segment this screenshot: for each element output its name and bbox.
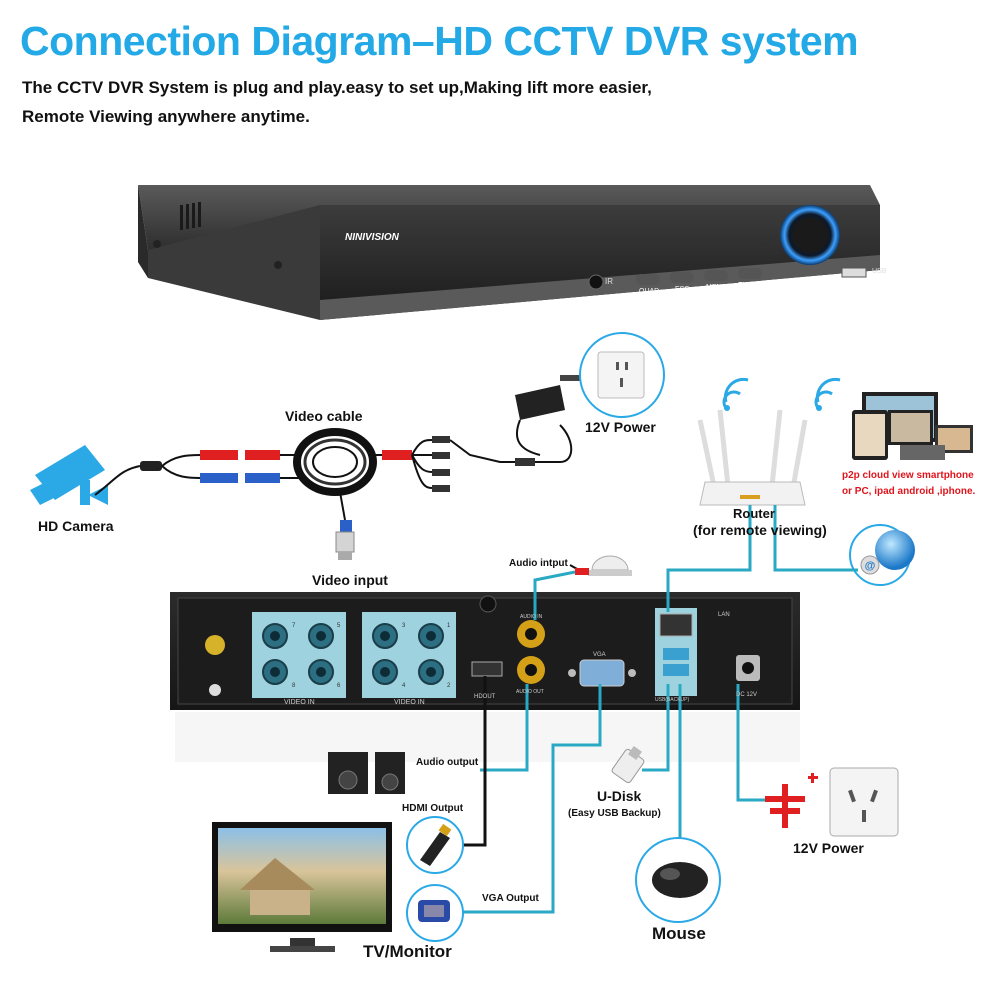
router-icon bbox=[697, 377, 841, 506]
dvr-front-unit bbox=[138, 185, 880, 320]
vga-port-label: VGA bbox=[593, 652, 606, 658]
video-cable-label: Video cable bbox=[285, 408, 363, 424]
usb-disk-icon bbox=[611, 746, 645, 784]
p2p-label-1: p2p cloud view smartphone bbox=[842, 470, 974, 481]
dvr-back-panel bbox=[170, 592, 800, 762]
svg-text:@: @ bbox=[865, 560, 876, 572]
lan-port-label: LAN bbox=[718, 612, 730, 618]
port-num-3: 3 bbox=[402, 623, 406, 629]
teal-wires bbox=[462, 505, 858, 914]
audio-input-label: Audio intput bbox=[509, 558, 568, 569]
power-socket-bottom-icon bbox=[765, 767, 899, 837]
subtitle-line-2: Remote Viewing anywhere anytime. bbox=[22, 107, 310, 126]
power-12v-top-label: 12V Power bbox=[585, 419, 656, 435]
u-disk-sub-label: (Easy USB Backup) bbox=[568, 808, 661, 819]
port-num-2: 2 bbox=[447, 683, 451, 689]
hdmi-output-label: HDMI Output bbox=[402, 803, 464, 814]
hd-camera-icon bbox=[30, 445, 108, 505]
hd-camera-label: HD Camera bbox=[38, 518, 114, 534]
tv-monitor-label: TV/Monitor bbox=[363, 942, 452, 961]
router-label: Router bbox=[733, 506, 775, 521]
router-sub-label: (for remote viewing) bbox=[693, 522, 827, 538]
usb-front-label: USB bbox=[872, 268, 887, 275]
video-in-label-left: VIDEO IN bbox=[284, 699, 315, 706]
power-12v-bottom-label: 12V Power bbox=[793, 840, 864, 856]
mouse-icon bbox=[635, 837, 721, 923]
dc-port-label: DC 12V bbox=[736, 692, 758, 698]
quad-button[interactable]: QUAD bbox=[639, 288, 660, 295]
audio-output-label: Audio output bbox=[416, 757, 479, 768]
power-adapter-icon bbox=[515, 375, 580, 456]
audio-out-port-label: AUDIO OUT bbox=[516, 689, 544, 695]
mouse-label: Mouse bbox=[652, 924, 706, 943]
hdout-port-label: HDOUT bbox=[474, 694, 496, 700]
wall-socket-top-icon bbox=[579, 332, 665, 418]
vga-cable-icon bbox=[406, 884, 464, 942]
port-num-1: 1 bbox=[447, 623, 451, 629]
port-num-8: 8 bbox=[292, 683, 296, 689]
black-wires bbox=[458, 676, 487, 847]
enter-button[interactable]: ENTER bbox=[738, 282, 762, 289]
remote-devices-icon bbox=[852, 392, 973, 460]
speakers-icon bbox=[328, 752, 405, 794]
video-cable bbox=[94, 424, 573, 560]
u-disk-label: U-Disk bbox=[597, 788, 642, 804]
subtitle-line-1: The CCTV DVR System is plug and play.eas… bbox=[22, 78, 652, 97]
ir-label: IR bbox=[605, 277, 613, 286]
tv-monitor-icon bbox=[212, 822, 392, 952]
page-title: Connection Diagram–HD CCTV DVR system bbox=[20, 18, 859, 64]
video-input-label: Video input bbox=[312, 572, 388, 588]
internet-globe-icon: @ bbox=[849, 524, 915, 586]
video-in-label-right: VIDEO IN bbox=[394, 699, 425, 706]
port-num-4: 4 bbox=[402, 683, 406, 689]
esc-button[interactable]: ESC bbox=[675, 286, 690, 293]
port-num-7: 7 bbox=[292, 623, 296, 629]
vga-output-label: VGA Output bbox=[482, 893, 539, 904]
usb-backup-port-label: USB(BACKUP) bbox=[655, 697, 690, 703]
audio-input-mic-icon bbox=[569, 555, 632, 576]
p2p-label-2: or PC, ipad android ,iphone. bbox=[842, 486, 976, 497]
port-num-6: 6 bbox=[337, 683, 341, 689]
menu-button[interactable]: MENU bbox=[706, 284, 727, 291]
audio-in-port-label: AUDIO IN bbox=[520, 614, 543, 620]
dvr-brand-label: NINIVISION bbox=[345, 232, 399, 243]
port-num-5: 5 bbox=[337, 623, 341, 629]
hdmi-cable-icon bbox=[406, 816, 464, 874]
